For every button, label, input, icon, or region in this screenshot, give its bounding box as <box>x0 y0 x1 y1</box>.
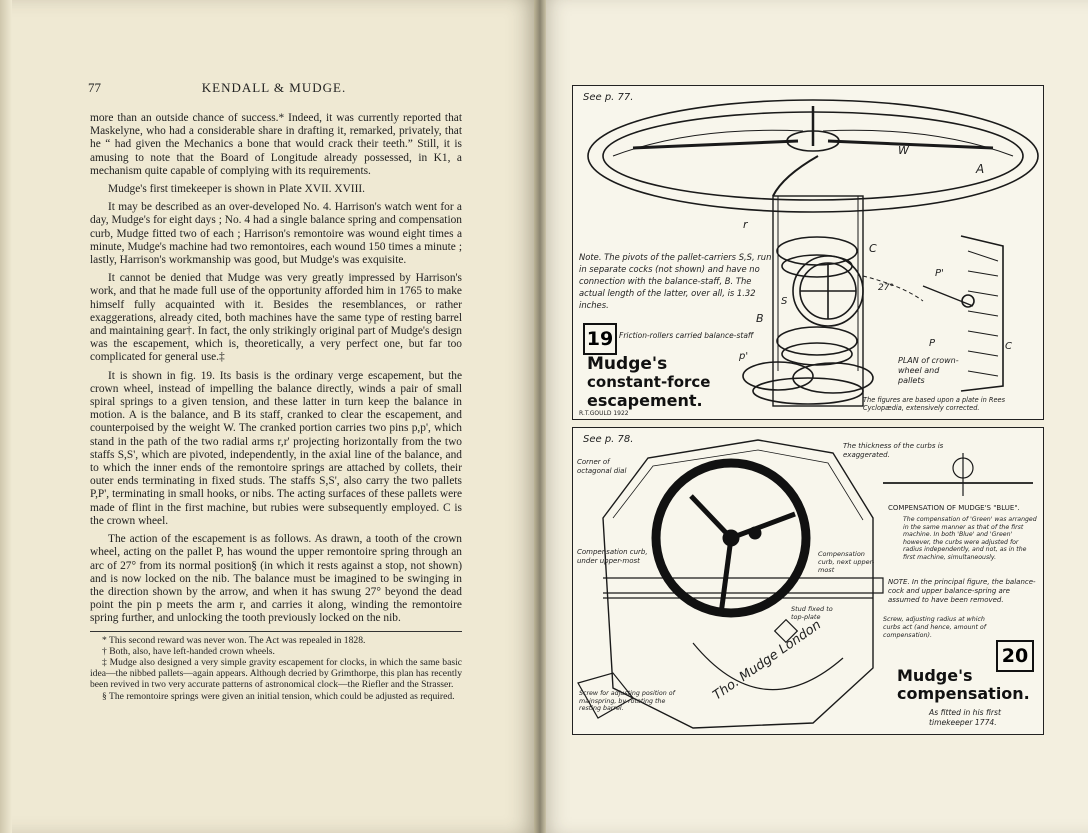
caption-line1: Mudge's <box>587 354 668 374</box>
signature: R.T.GOULD 1922 <box>579 410 629 417</box>
book-gutter <box>534 0 546 833</box>
page-edge <box>0 0 12 833</box>
caption-line2: constant-force <box>587 373 711 391</box>
body-text: more than an outside chance of success.*… <box>90 112 462 702</box>
label-w: W <box>898 144 909 157</box>
page-reference: See p. 77. <box>583 92 634 103</box>
caption-line2: compensation. <box>897 684 1030 703</box>
label-s: S <box>781 296 788 307</box>
caption-line1: Mudge's <box>897 666 973 685</box>
stud-label: Stud fixed to top-plate <box>791 605 833 621</box>
footnote: † Both, also, have left-handed crown whe… <box>102 645 275 657</box>
paragraph: The action of the escapement is as follo… <box>90 533 462 625</box>
plate-20: See p. 78. Corner of octagonal dial Comp… <box>572 427 1044 735</box>
left-page: 77 KENDALL & MUDGE. more than an outside… <box>0 0 540 833</box>
label-a: A <box>976 162 985 176</box>
footnotes: * This second reward was never won. The … <box>90 635 462 702</box>
page-number: 77 <box>88 80 101 95</box>
label-p-prime: P' <box>935 268 944 279</box>
label-angle: 27° <box>878 283 894 293</box>
blue-text: The compensation of 'Green' was arranged… <box>903 516 1037 561</box>
label-c: C <box>869 242 877 255</box>
friction-label: Friction-rollers carried balance-staff <box>619 331 754 340</box>
note-pivots: Note. The pivots of the pallet-carriers … <box>579 252 772 310</box>
paragraph: Mudge's first timekeeper is shown in Pla… <box>108 183 366 196</box>
source-note: The figures are based upon a plate in Re… <box>863 396 1006 412</box>
compensation-drawing <box>577 439 1033 729</box>
label-p-small: p' <box>739 351 749 362</box>
escapement-drawing <box>587 99 1039 407</box>
footnote: * This second reward was never won. The … <box>102 634 366 646</box>
screw-label: Screw for adjusting position of mainspri… <box>579 690 675 713</box>
paragraph: more than an outside chance of success.*… <box>90 112 462 177</box>
paragraph: It cannot be denied that Mudge was very … <box>90 272 462 364</box>
screw-radius-note: Screw, adjusting radius at which curbs a… <box>883 616 986 639</box>
figure-number-20: 20 <box>996 640 1034 672</box>
corner-label: Corner of octagonal dial <box>577 458 627 475</box>
running-head: 77 KENDALL & MUDGE. <box>88 80 460 100</box>
page-reference: See p. 78. <box>583 434 634 445</box>
footnote: § The remontoire springs were given an i… <box>102 690 455 702</box>
thickness-note: The thickness of the curbs is exaggerate… <box>843 442 944 459</box>
figure-number-19: 19 <box>583 323 617 355</box>
label-p: P <box>929 338 936 349</box>
curb-right-label: Compensation curb, next upper-most <box>818 550 875 574</box>
plan-label: PLAN of crown-wheel and pallets <box>898 356 959 385</box>
curb-left-label: Compensation curb, under upper-most <box>577 548 648 565</box>
label-r: r <box>743 218 748 231</box>
caption-line3: escapement. <box>587 391 703 410</box>
footnote-rule <box>90 630 462 632</box>
label-b: B <box>756 312 764 325</box>
label-c2: C <box>1005 341 1012 352</box>
paragraph: It may be described as an over-developed… <box>90 201 462 267</box>
plate-19: See p. 77. W A r C P' 27° S B p' P C Not… <box>572 85 1044 420</box>
running-title: KENDALL & MUDGE. <box>201 80 347 95</box>
blue-title: COMPENSATION OF MUDGE'S "BLUE". <box>888 504 1020 512</box>
principal-note: NOTE. In the principal figure, the balan… <box>888 578 1036 604</box>
paragraph: It is shown in fig. 19. Its basis is the… <box>90 369 462 527</box>
subtitle: As fitted in his first timekeeper 1774. <box>929 708 1001 727</box>
footnote: ‡ Mudge also designed a very simple grav… <box>90 656 462 691</box>
